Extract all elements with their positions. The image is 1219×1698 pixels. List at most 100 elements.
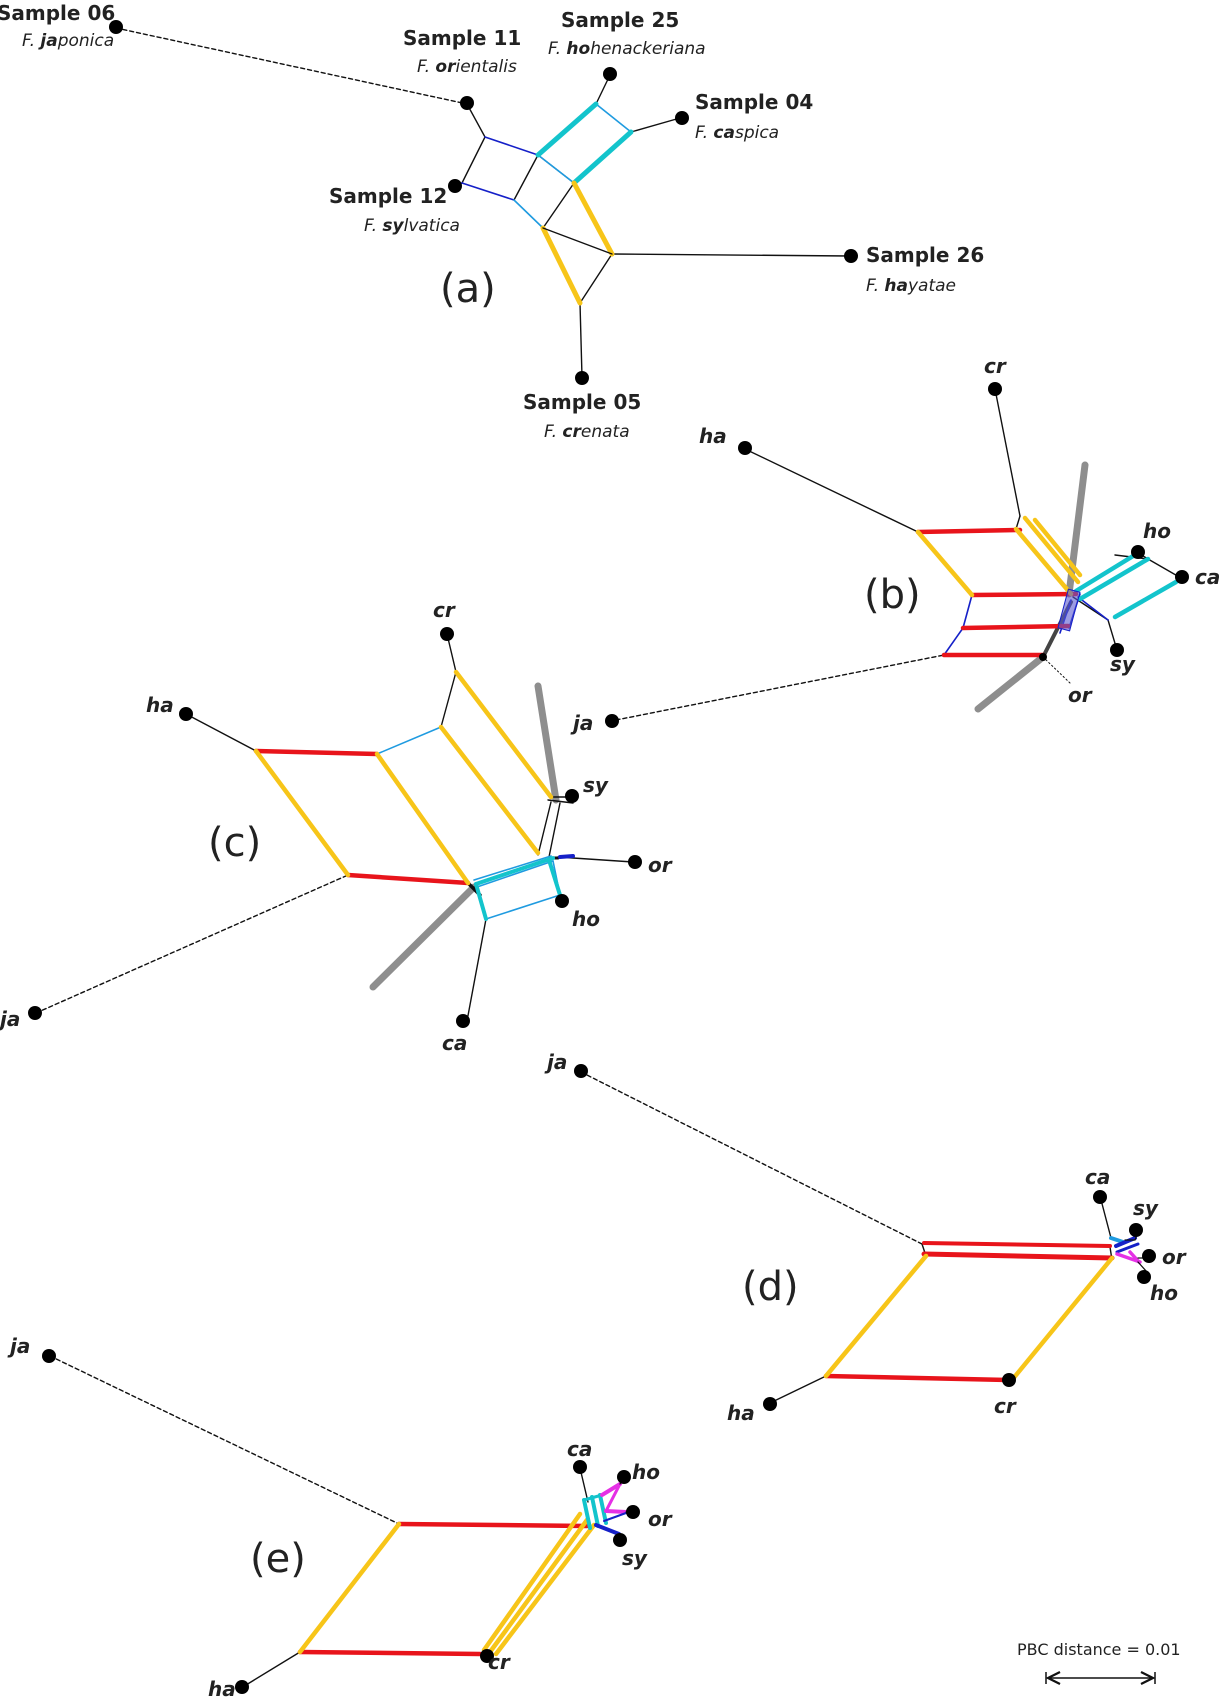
edge-red	[915, 527, 1023, 535]
taxon-short: ja	[0, 1007, 20, 1031]
edge-yellow	[374, 751, 471, 886]
edge-ja-dashed	[115, 27, 468, 105]
taxon-dots	[109, 20, 858, 385]
taxon-short: sy	[622, 1546, 648, 1570]
taxon-species: F. hayatae	[866, 276, 956, 296]
panel-label: (a)	[440, 266, 496, 312]
edge	[994, 388, 1021, 517]
taxon-short: cr	[488, 1650, 511, 1674]
edge-yellow	[493, 1522, 597, 1657]
taxon-short: cr	[994, 1394, 1017, 1418]
taxon-dot	[603, 67, 617, 81]
taxon-name: Sample 26	[866, 243, 984, 267]
edge-yellow	[438, 724, 541, 856]
edge-dashed	[49, 1355, 400, 1525]
edge-cyan	[1112, 579, 1179, 620]
taxon-short: or	[648, 853, 673, 877]
taxon-name: Sample 25	[561, 8, 679, 32]
taxon-species: F. caspica	[695, 123, 779, 143]
taxon-dot	[1110, 643, 1124, 657]
node	[1039, 653, 1047, 661]
taxon-short: ja	[544, 1050, 567, 1074]
edge-yellow	[540, 225, 583, 306]
taxon-species: F. japonica	[22, 31, 114, 51]
edge	[542, 227, 613, 255]
edge-red	[921, 1251, 1115, 1261]
edge-blue	[461, 182, 515, 201]
taxon-short: ha	[727, 1401, 755, 1425]
edge-blue	[558, 854, 575, 859]
taxon-short: ha	[699, 424, 727, 448]
taxon-name: Sample 05	[523, 390, 641, 414]
taxon-species: F. hohenackeriana	[548, 39, 706, 59]
taxon-dot	[109, 20, 123, 34]
taxon-short: or	[648, 1507, 673, 1531]
taxon-short: ja	[7, 1334, 30, 1358]
edge	[744, 448, 919, 533]
edge	[548, 802, 561, 858]
edge-cyan	[582, 1498, 592, 1530]
taxon-short: ho	[1150, 1281, 1178, 1305]
edge-red	[922, 1241, 1112, 1248]
edge-yellow	[1032, 517, 1083, 578]
taxon-dot	[1142, 1249, 1156, 1263]
taxon-dot	[460, 96, 474, 110]
edge	[611, 253, 851, 257]
taxon-species: F. sylvatica	[364, 216, 460, 236]
taxon-dot	[480, 1649, 494, 1663]
taxon-dot	[763, 1397, 777, 1411]
taxon-dot	[626, 1505, 640, 1519]
edge-yellow	[487, 1517, 590, 1655]
edge-blue	[594, 1523, 621, 1536]
taxon-short: ca	[1195, 565, 1219, 589]
taxon-dot	[1002, 1373, 1016, 1387]
edge	[466, 918, 487, 1022]
taxon-dot	[456, 1014, 470, 1028]
edge-lightblue	[485, 894, 561, 920]
edge-dashed	[35, 874, 349, 1014]
panel-a: Sample 06 F. japonica Sample 11 F. orien…	[0, 1, 984, 442]
edge-dotted	[1042, 656, 1071, 684]
edge-gray	[369, 883, 478, 991]
taxon-dot	[1137, 1270, 1151, 1284]
taxon-dot	[1129, 1223, 1143, 1237]
edge	[245, 1651, 301, 1686]
scale-bar-label: PBC distance = 0.01	[1017, 1640, 1181, 1659]
edge-lightblue	[513, 199, 544, 229]
panel-label: (c)	[208, 820, 261, 866]
edge-yellow	[823, 1253, 929, 1379]
edge-dashed	[615, 654, 945, 721]
taxon-short: ha	[146, 693, 174, 717]
taxon-short: ja	[570, 711, 593, 735]
taxon-name: Sample 04	[695, 90, 813, 114]
taxon-short: or	[1068, 683, 1093, 707]
taxon-short: ca	[1085, 1165, 1110, 1189]
taxon-dot	[605, 714, 619, 728]
edge-yellow	[253, 748, 351, 878]
edge-lightblue	[595, 103, 632, 133]
edge	[542, 182, 575, 229]
edge	[579, 302, 583, 378]
taxon-dot	[844, 249, 858, 263]
panel-label: (e)	[250, 1536, 306, 1582]
edge	[440, 671, 457, 728]
taxon-dot	[42, 1349, 56, 1363]
taxon-dot	[575, 371, 589, 385]
edge-cyan	[1077, 556, 1151, 602]
taxon-dot	[179, 707, 193, 721]
taxon-dot	[235, 1680, 249, 1694]
taxon-dot	[1131, 545, 1145, 559]
taxon-dot	[448, 179, 462, 193]
taxon-species: F. orientalis	[417, 57, 517, 77]
panel-b: cr ha ho ca sy or ja (b)	[570, 354, 1219, 735]
edge-red	[345, 872, 471, 886]
edge-blue	[603, 1512, 627, 1522]
taxon-short: sy	[1133, 1196, 1159, 1220]
taxon-dot	[28, 1006, 42, 1020]
edge-red	[969, 591, 1079, 598]
edge-cyan	[474, 856, 555, 886]
edge-lightblue	[537, 154, 575, 184]
panel-d: ja ca sy or ho ha cr (d)	[544, 1050, 1187, 1425]
edge-magenta	[600, 1482, 622, 1497]
